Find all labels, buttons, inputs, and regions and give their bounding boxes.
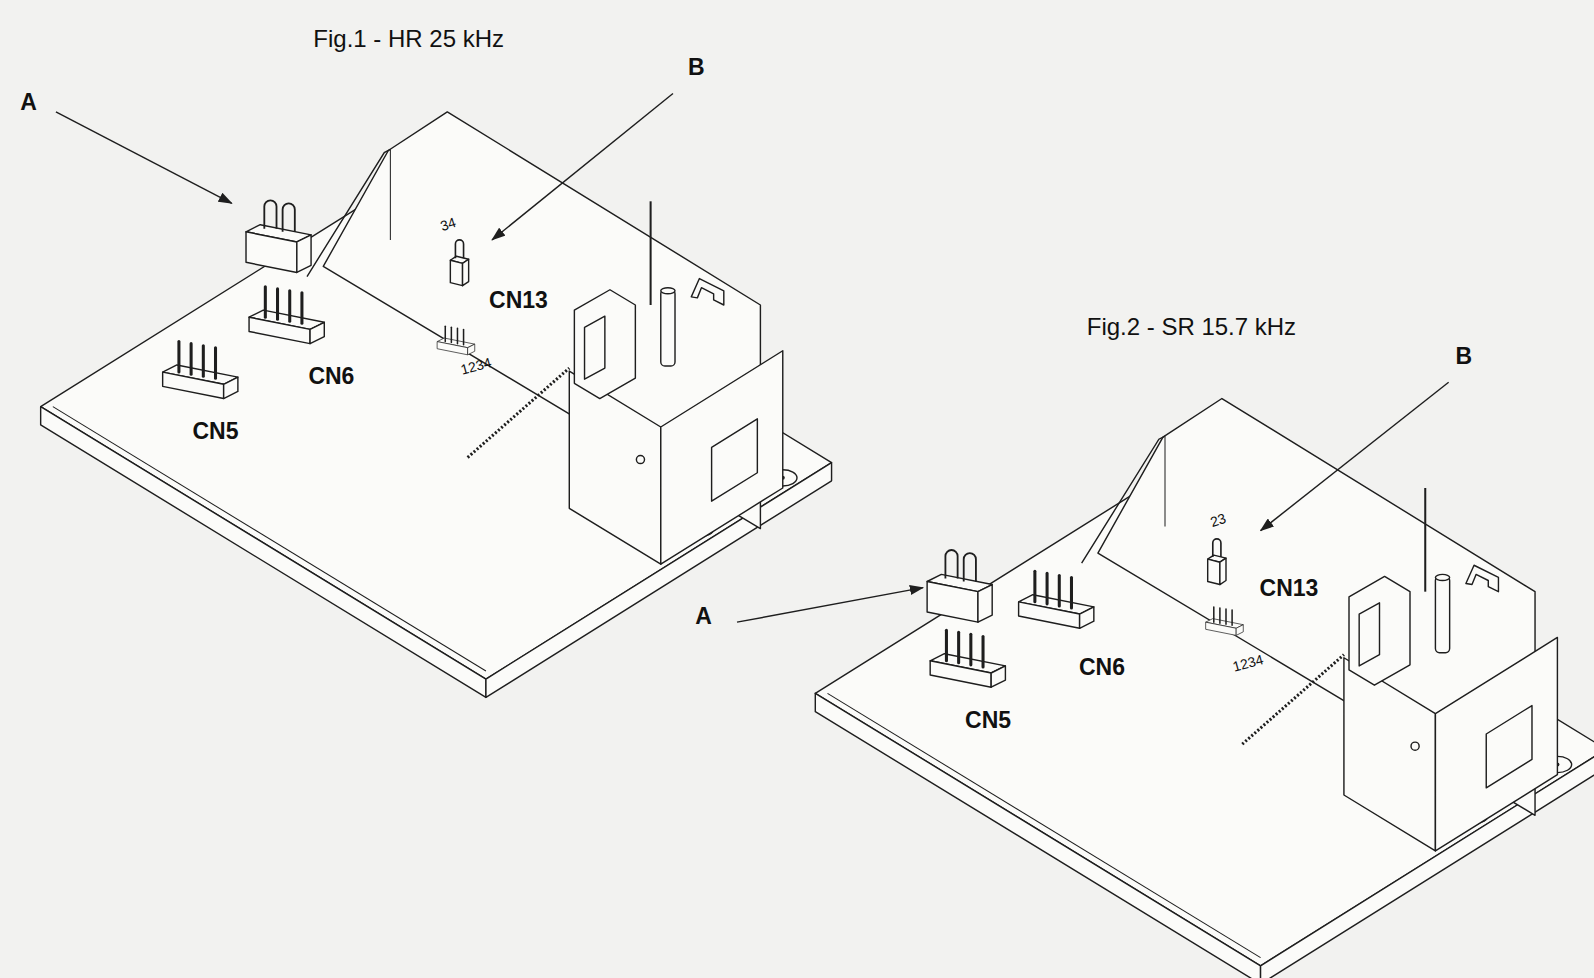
connector-name: CN6 [308,365,354,388]
pin-number: 1234 [1232,652,1266,674]
illustration-part [815,399,1594,978]
connector-name: CN6 [1079,655,1125,678]
figure-title: Fig.1 - HR 25 kHz [313,27,504,51]
illustration-part [1206,607,1244,635]
illustration-part [437,326,475,354]
figure-title: Fig.2 - SR 15.7 kHz [1087,315,1296,339]
illustration-part [1261,382,1449,530]
illustration-part [492,94,673,240]
illustration-part [56,112,232,203]
callout-letter: A [695,605,712,628]
illustration-part [249,287,324,344]
illustration-part [930,630,1005,687]
illustration-part [1208,539,1226,585]
illustration-part [246,200,311,272]
illustration-part [1019,571,1094,628]
connector-name: CN13 [489,288,548,311]
pin-number: 1234 [459,355,493,377]
callout-letter: B [1456,344,1473,367]
fig2-chassis [737,382,1594,978]
illustration-part [737,588,923,623]
illustration-part [41,112,832,698]
callout-letter: B [688,56,705,79]
connector-name: CN13 [1260,576,1319,599]
pin-number: 34 [439,215,458,233]
pin-number: 23 [1208,511,1227,529]
connector-name: CN5 [965,708,1011,731]
illustration-part [163,342,238,399]
fig1-chassis [41,94,832,698]
connector-name: CN5 [192,420,238,443]
callout-letter: A [20,90,37,113]
illustration-part [450,240,468,286]
illustration-part [927,550,992,622]
